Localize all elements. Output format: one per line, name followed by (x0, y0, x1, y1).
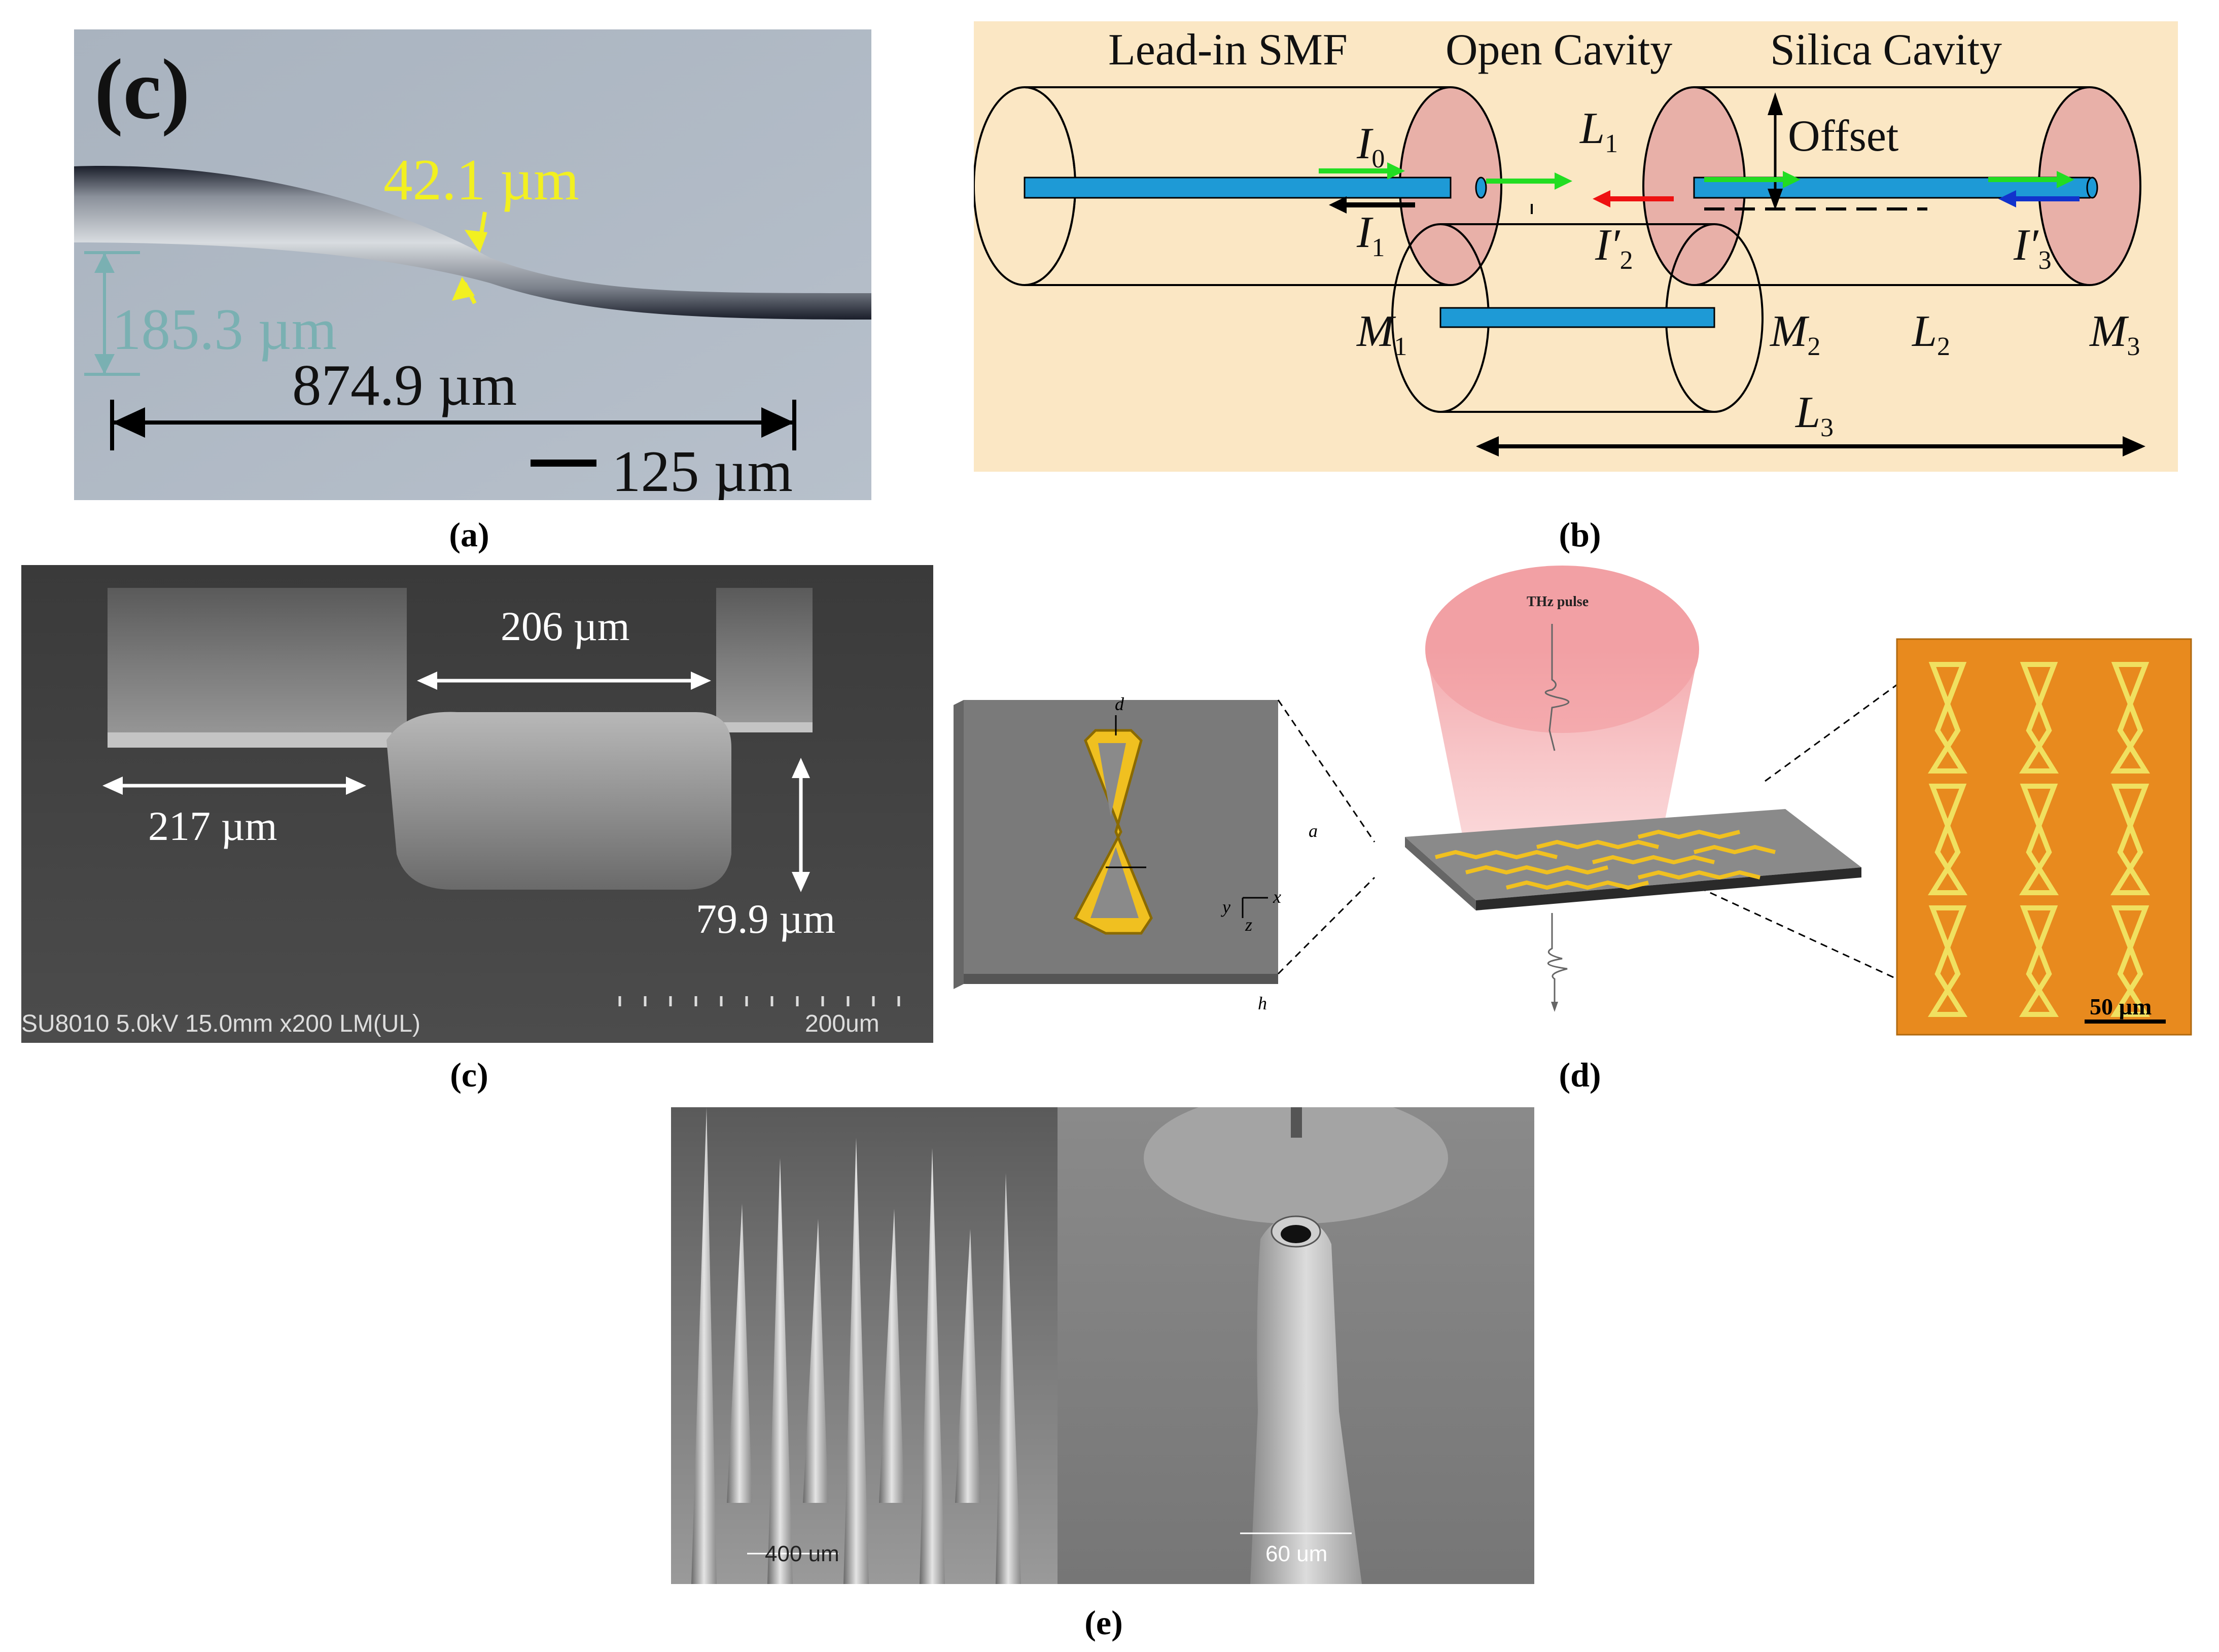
panel-a-image: (c) 42.1 µm 185.3 µm 874.9 µm 125 µm (74, 29, 871, 500)
lead-in-smf-label: Lead-in SMF (1108, 25, 1348, 75)
panel-d-diagram: THz pulse 50 µm d a y x z h (954, 563, 2206, 1045)
caption-d: (d) (1559, 1056, 1601, 1094)
label-x: x (1273, 887, 1281, 907)
dim-top-label: 206 µm (501, 603, 630, 649)
panel-b-diagram: Lead-in SMF Open Cavity Silica Cavity Of… (974, 21, 2178, 472)
label-z: z (1245, 915, 1252, 935)
caption-e: (e) (1084, 1603, 1123, 1642)
label-a: a (1309, 821, 1318, 841)
label-h: h (1258, 993, 1267, 1013)
diagram-background (974, 21, 2178, 472)
scale-label-d: 50 µm (2090, 994, 2152, 1020)
waist-label: 42.1 µm (383, 148, 579, 212)
dim-right-label: 79.9 µm (696, 896, 835, 942)
scale-label-c: 200um (805, 1010, 879, 1037)
label-d: d (1115, 694, 1124, 714)
scale-label-e-left: 400 um (765, 1541, 839, 1566)
scale-label-a: 125 µm (612, 439, 793, 500)
panel-c-image: 206 µm 217 µm 79.9 µm SU8010 5.0kV 15.0m… (21, 565, 933, 1043)
silica-cavity-label: Silica Cavity (1770, 25, 2002, 75)
scale-label-e-right: 60 um (1265, 1541, 1327, 1566)
label-i3: I′3 (2013, 221, 2052, 275)
smf-core (1024, 177, 1452, 199)
diameter-label: 185.3 µm (112, 297, 337, 362)
offset-label: Offset (1788, 112, 1898, 161)
panel-e-left-image: 400 um (671, 1107, 1058, 1584)
thz-pulse-label: THz pulse (1527, 594, 1589, 610)
dim-left-label: 217 µm (148, 803, 277, 849)
caption-a: (a) (449, 515, 489, 554)
open-cavity-label: Open Cavity (1446, 25, 1672, 75)
panel-e-right-image: 60 um (1058, 1107, 1534, 1584)
sem-info-label: SU8010 5.0kV 15.0mm x200 LM(UL) (21, 1010, 420, 1037)
label-i1: I1 (1356, 208, 1385, 262)
panel-a-letter: (c) (94, 42, 190, 137)
caption-c: (c) (450, 1056, 488, 1094)
label-y: y (1221, 897, 1230, 917)
caption-b: (b) (1559, 515, 1601, 554)
length-label: 874.9 µm (292, 353, 517, 417)
